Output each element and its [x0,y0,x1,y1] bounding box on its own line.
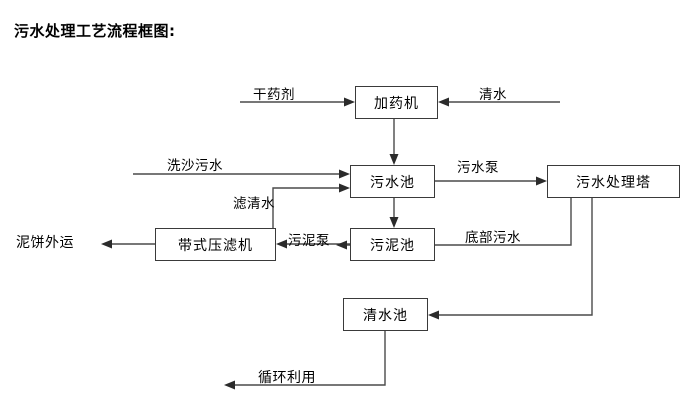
node-label: 污泥池 [370,237,415,254]
arrowhead-tower-to-clear-water [428,310,439,320]
node-label: 清水池 [363,307,408,324]
node-sludge-pool[interactable]: 污泥池 [350,228,435,261]
arrowhead-sand-washing [339,169,350,179]
arrowhead-sewage-to-sludge [389,217,399,228]
node-label: 污水池 [370,174,415,191]
edge-label-sand-washing-sewage: 洗沙污水 [167,158,223,174]
wire-clear-water-to-recycle [231,331,386,386]
node-sewage-pool[interactable]: 污水池 [350,165,435,198]
edge-label-sewage-pump: 污水泵 [457,160,499,176]
edge-label-clean-water: 清水 [479,87,507,103]
arrowhead-mudcake [101,239,112,249]
edge-label-dry-chemical: 干药剂 [253,87,295,103]
arrowhead-recycle [224,380,235,390]
arrowhead-bottom-sewage [336,240,347,250]
page-title: 污水处理工艺流程框图: [14,22,176,40]
edge-label-sludge-pump: 污泥泵 [288,233,330,249]
arrowhead-dosing-to-sewage-pool [389,154,399,165]
node-label: 带式压滤机 [178,237,253,254]
node-belt-filter-press[interactable]: 带式压滤机 [155,228,276,261]
arrowhead-filtered-water [339,183,350,193]
edge-label-filtered-clear-water: 滤清水 [233,196,275,212]
arrowhead-sewage-pump [536,176,547,186]
arrowhead-clean-water [438,97,449,107]
wire-tower-to-clear-water-pool [435,197,593,316]
arrowhead-dry-chemical [344,97,355,107]
node-treatment-tower[interactable]: 污水处理塔 [547,165,680,198]
wire-filtered-water-to-sewage-pool [272,187,343,228]
arrowhead-sludge-pump [276,239,287,249]
node-dosing-machine[interactable]: 加药机 [355,86,438,119]
edge-label-bottom-sewage: 底部污水 [465,230,521,246]
terminal-label-mud-cake-transport: 泥饼外运 [16,235,74,251]
node-clear-water-pool[interactable]: 清水池 [343,298,428,331]
node-label: 加药机 [374,95,419,112]
terminal-label-recycle-reuse: 循环利用 [258,370,316,386]
node-label: 污水处理塔 [576,174,651,191]
